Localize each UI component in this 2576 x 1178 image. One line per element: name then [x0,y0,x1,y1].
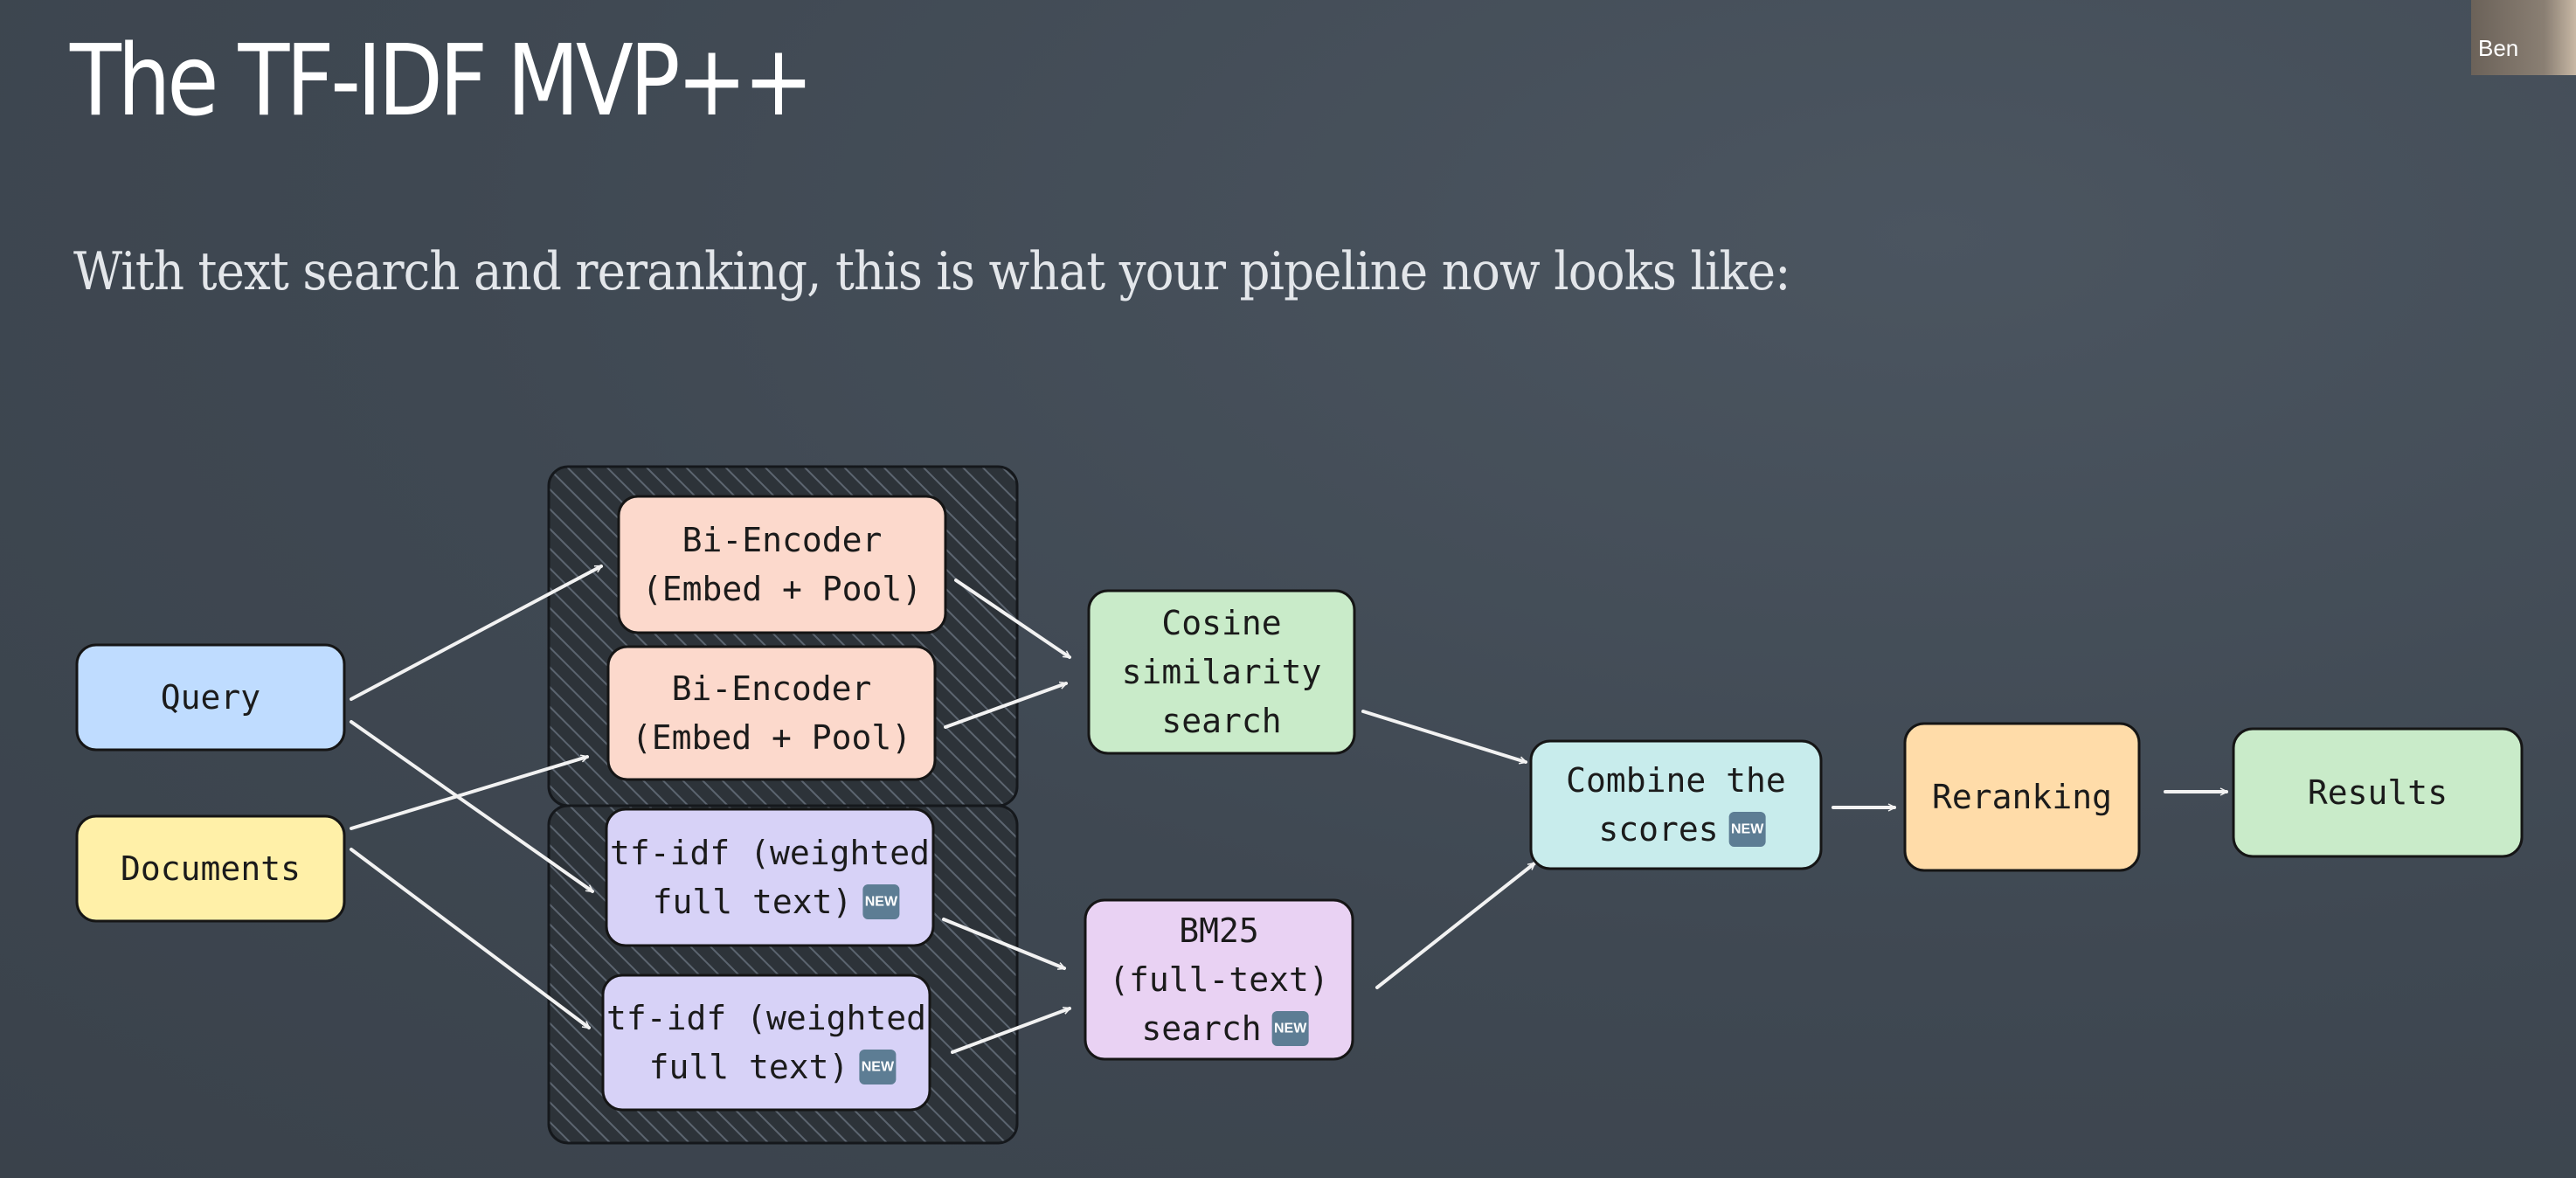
tfidf-2-label-line: full text) [649,1048,849,1086]
combine-scores-node: Combine the scores NEW [1529,739,1823,870]
query-to-bi-encoder-1-arrow [350,565,601,701]
query-node: Query [75,643,346,752]
tfidf-2-to-bm25-arrow [951,1008,1070,1054]
documents-node: Documents [75,814,346,923]
documents-to-tfidf-2-arrow [350,848,589,1029]
new-badge-icon: NEW [859,1050,897,1084]
new-badge-icon: NEW [1271,1011,1309,1046]
cosine-label-line: search [1161,702,1281,740]
svg-text:NEW: NEW [1274,1022,1307,1036]
results-node: Results [2232,727,2524,858]
svg-text:NEW: NEW [865,895,898,910]
bm25-node: BM25 (full-text) search NEW [1084,898,1354,1061]
svg-text:NEW: NEW [1731,822,1764,837]
diagram-arrows [350,565,2228,1054]
cosine-to-combine-arrow [1361,710,1526,762]
participant-name-label: Ben [2478,35,2519,61]
bm25-label-line: search [1141,1009,1261,1048]
tfidf-node-1: tf-idf (weighted full text) NEW [605,807,935,947]
results-label-line: Results [2308,773,2448,812]
bm25-label-line: BM25 [1179,911,1259,950]
bi-encoder-node-2: Bi-Encoder (Embed + Pool) [606,645,937,781]
tfidf-1-label-line: full text) [653,883,853,921]
combine-label-line: Combine the [1566,761,1786,800]
tfidf-1-to-bm25-arrow [942,918,1064,970]
documents-label-line: Documents [121,849,301,888]
bm25-to-combine-arrow [1375,862,1534,989]
tfidf-1-label-line: tf-idf (weighted [610,834,930,872]
bi-encoder-2-label-line: (Embed + Pool) [632,718,911,757]
bi-encoder-1-label-line: Bi-Encoder [682,521,883,559]
new-badge-icon: NEW [1728,812,1766,847]
tfidf-2-label-line: tf-idf (weighted [606,999,926,1037]
new-badge-icon: NEW [862,884,900,919]
cosine-similarity-node: Cosine similarity search [1087,589,1356,755]
reranking-label-line: Reranking [1932,778,2112,816]
tfidf-node-2: tf-idf (weighted full text) NEW [601,974,931,1112]
svg-text:NEW: NEW [862,1060,895,1075]
cosine-label-line: Cosine [1161,604,1281,642]
reranking-node: Reranking [1903,722,2141,872]
slide-title: The TF-IDF MVP++ [70,24,814,138]
bi-encoder-node-1: Bi-Encoder (Embed + Pool) [617,495,947,634]
bi-encoder-2-to-cosine-arrow [944,683,1066,729]
query-to-tfidf-1-arrow [350,720,592,893]
participant-video-thumbnail[interactable]: Ben [2471,0,2576,75]
bi-encoder-1-label-line: (Embed + Pool) [642,570,922,608]
combine-label-line: scores [1598,810,1718,849]
slide-subtitle: With text search and reranking, this is … [73,241,1791,302]
documents-to-bi-encoder-2-arrow [350,757,587,830]
bi-encoder-2-label-line: Bi-Encoder [672,669,872,708]
bm25-label-line: (full-text) [1109,960,1329,999]
bi-encoder-1-to-cosine-arrow [954,579,1070,659]
query-label-line: Query [161,678,260,717]
cosine-label-line: similarity [1122,653,1322,691]
